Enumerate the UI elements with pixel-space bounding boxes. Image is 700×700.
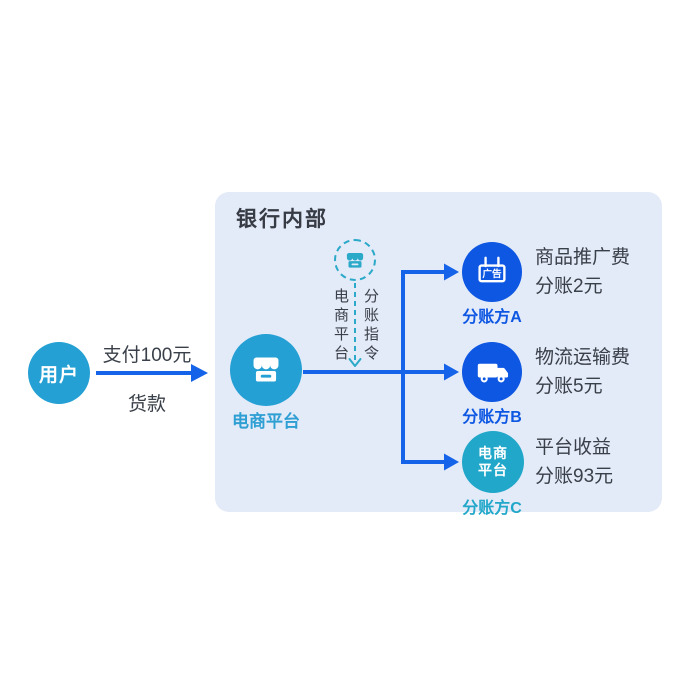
branch-c-desc-line1: 平台收益: [535, 437, 612, 458]
payment-annotation: 支付100元 货款: [88, 340, 206, 416]
branch-c-node-text-line2: 平台: [478, 462, 508, 478]
store-icon: [253, 357, 279, 382]
instruction-node: [334, 239, 376, 281]
branch-c: 电商 平台 分账方C 平台收益 分账93元: [462, 431, 672, 517]
branch-b-desc-line1: 物流运输费: [535, 347, 631, 368]
user-label: 用户: [38, 364, 79, 386]
payment-amount-text: 支付100元: [102, 345, 192, 366]
branch-b: 分账方B 物流运输费 分账5元: [462, 342, 672, 426]
user-node: 用户: [28, 342, 90, 404]
bank-box-title: 银行内部: [236, 208, 328, 231]
branch-a-desc: 商品推广费 分账2元: [535, 243, 630, 301]
branch-b-desc-line2: 分账5元: [535, 376, 603, 397]
branch-c-desc: 平台收益 分账93元: [535, 433, 613, 491]
branch-b-party-label: 分账方B: [462, 409, 522, 426]
branch-b-desc: 物流运输费 分账5元: [535, 343, 630, 401]
platform-label: 电商平台: [232, 412, 300, 431]
platform-node: [230, 334, 302, 406]
branch-a-desc-line1: 商品推广费: [535, 247, 631, 268]
branch-c-node-text-line1: 电商: [478, 445, 508, 461]
instruction-right-text: 分账指令: [362, 288, 379, 364]
branch-c-party-label: 分账方C: [462, 500, 522, 517]
payment-goods-text: 货款: [127, 394, 166, 415]
truck-icon: [477, 363, 509, 383]
instruction-left-text: 电商平台: [332, 288, 349, 364]
branch-a: 广告 分账方A 商品推广费 分账2元: [462, 242, 672, 326]
store-icon-small: [346, 252, 364, 268]
branch-b-node: [462, 342, 522, 402]
branch-c-desc-line2: 分账93元: [535, 466, 614, 487]
branch-a-party-label: 分账方A: [462, 309, 522, 326]
ad-sign-text: 广告: [482, 268, 502, 280]
branch-a-desc-line2: 分账2元: [535, 276, 603, 297]
branch-a-node: 广告: [462, 242, 522, 302]
ad-sign-icon: 广告: [478, 256, 506, 283]
branch-c-node: 电商 平台: [462, 431, 524, 493]
